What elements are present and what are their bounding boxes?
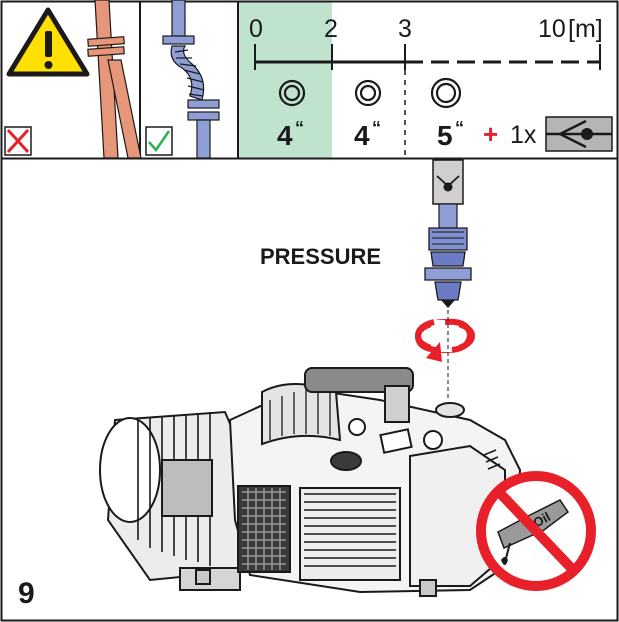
correct-check-icon: [145, 126, 173, 156]
vacuum-pump-illustration: [99, 367, 522, 597]
pipe-size-3: 5: [437, 120, 453, 151]
tick-label-0: 0: [249, 15, 263, 43]
pipe-size-2: 4: [354, 120, 370, 151]
rotation-arrow-icon: [414, 310, 475, 400]
pressure-pipe: [424, 159, 472, 308]
pipe-section-icon: [430, 77, 462, 109]
warning-icon: [6, 7, 90, 77]
tick-label-2: 2: [324, 15, 338, 43]
highlight-zone: [238, 2, 332, 158]
step-number: 9: [18, 577, 35, 610]
check-valve-count: 1x: [510, 121, 537, 149]
distance-scale: 0 2 3 10 [m]: [249, 15, 603, 158]
pipe-section-icon: [354, 79, 382, 107]
no-oil-icon: Oil: [476, 471, 596, 591]
check-valve-icon: [545, 116, 613, 152]
pipe-size-2-mark: “: [372, 118, 381, 138]
wrong-pipe-illustration: [87, 0, 142, 159]
pipe-size-1: 4: [277, 120, 293, 151]
tick-label-10: 10: [538, 15, 566, 43]
header-strip: [0, 0, 619, 160]
wrong-cross-icon: [4, 126, 32, 156]
correct-pipe-illustration: [162, 0, 220, 159]
pipe-size-3-mark: “: [455, 118, 464, 138]
tick-label-3: 3: [398, 15, 412, 43]
pipe-section-icon: [278, 79, 306, 107]
unit-label: [m]: [568, 15, 603, 43]
pipe-size-1-mark: “: [295, 118, 304, 138]
plus-sign: +: [483, 119, 498, 149]
pressure-label: PRESSURE: [260, 244, 381, 269]
